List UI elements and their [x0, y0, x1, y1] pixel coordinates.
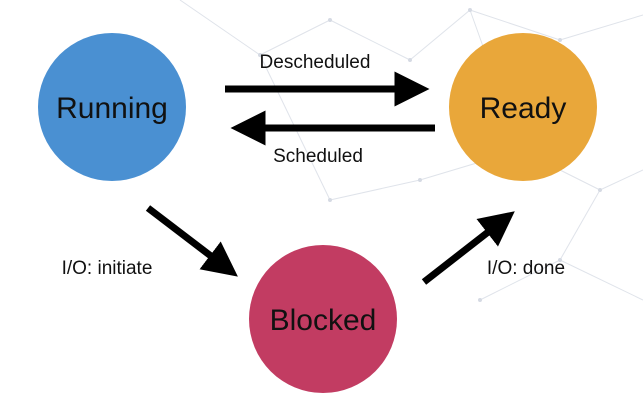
ready-state-label: Ready: [480, 92, 567, 125]
io-initiate-label: I/O: initiate: [62, 258, 153, 279]
io-done-label: I/O: done: [487, 258, 565, 279]
descheduled-label: Descheduled: [260, 52, 371, 73]
running-state-label: Running: [56, 92, 168, 125]
io-initiate-arrow: [145, 205, 238, 277]
blocked-state-label: Blocked: [270, 304, 377, 337]
scheduled-label: Scheduled: [273, 146, 363, 167]
blocked-state-circle: [249, 245, 397, 393]
running-state-circle: [38, 33, 186, 181]
io-done-arrow: [421, 211, 515, 285]
ready-state-circle: [449, 33, 597, 181]
